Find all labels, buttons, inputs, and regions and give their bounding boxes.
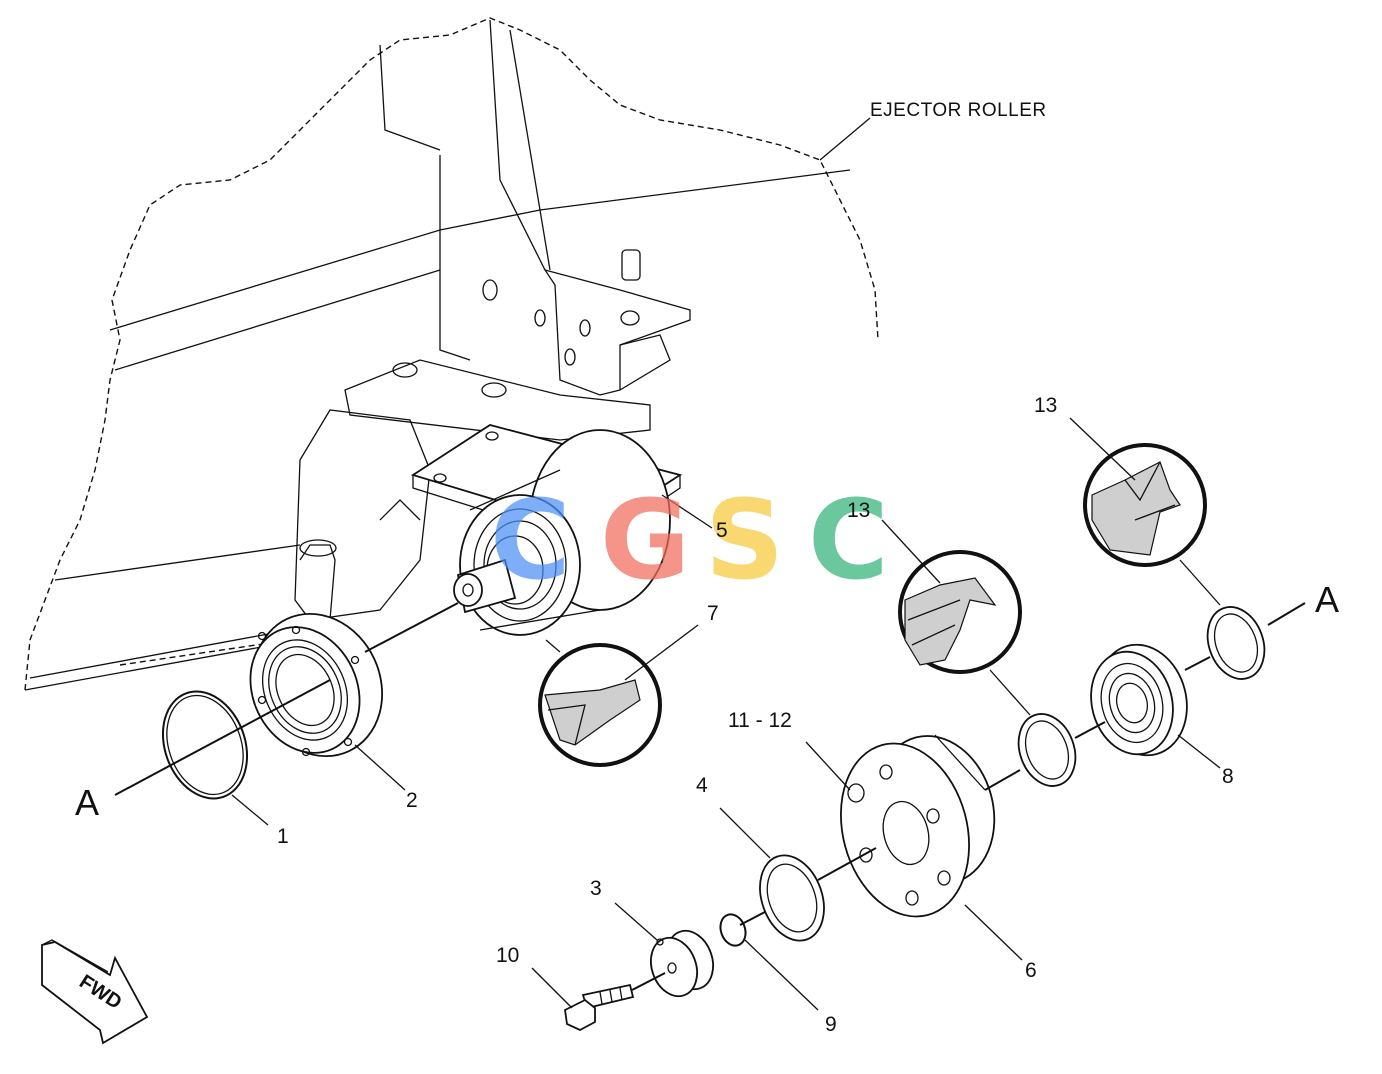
callout-13-top: 13 <box>1034 394 1057 417</box>
part-13-seal-mid <box>1017 713 1077 787</box>
fwd-direction-arrow: FWD <box>41 939 149 1045</box>
watermark-letter-2: G <box>600 476 690 604</box>
callout-8: 8 <box>1222 765 1234 788</box>
part-2-flange-housing <box>249 612 384 758</box>
callout-2: 2 <box>406 789 418 812</box>
callout-1: 1 <box>277 825 289 848</box>
callout-6: 6 <box>1025 959 1037 982</box>
part-10-bolt <box>564 983 635 1032</box>
section-mark-left: A <box>75 782 99 823</box>
callout-13-mid: 13 <box>847 499 870 522</box>
part-3-retainer <box>650 929 714 998</box>
roller-housing <box>453 429 671 636</box>
section-mark-right: A <box>1315 579 1339 620</box>
callout-7: 7 <box>707 602 719 625</box>
watermark-letter-1: C <box>490 476 571 604</box>
part-13-seal-right <box>1206 606 1266 680</box>
watermark-letter-3: S <box>705 476 784 604</box>
callout-3: 3 <box>590 877 602 900</box>
detail-circle-7 <box>538 643 662 767</box>
watermark: C G S C <box>490 476 889 604</box>
part-4-seal <box>759 854 825 942</box>
part-9-o-ring <box>719 913 747 947</box>
detail-circle-13-mid <box>898 550 1022 674</box>
callout-5: 5 <box>716 519 728 542</box>
part-8-bearing <box>1090 643 1188 757</box>
centerline <box>114 602 1306 991</box>
part-6-end-cap <box>840 734 996 918</box>
callout-9: 9 <box>825 1013 837 1036</box>
ejector-roller-label: EJECTOR ROLLER <box>870 100 1047 121</box>
part-1-o-ring <box>161 690 249 800</box>
frame-outline <box>24 17 879 691</box>
watermark-letter-4: C <box>808 476 889 604</box>
detail-circle-13-top <box>1083 443 1207 567</box>
callout-4: 4 <box>696 774 708 797</box>
labels: EJECTOR ROLLER A A 1 2 3 4 5 6 7 8 9 10 … <box>75 100 1339 1036</box>
leader-lines <box>231 117 1221 1011</box>
callout-10: 10 <box>496 944 519 967</box>
callout-11-12: 11 - 12 <box>728 709 792 732</box>
